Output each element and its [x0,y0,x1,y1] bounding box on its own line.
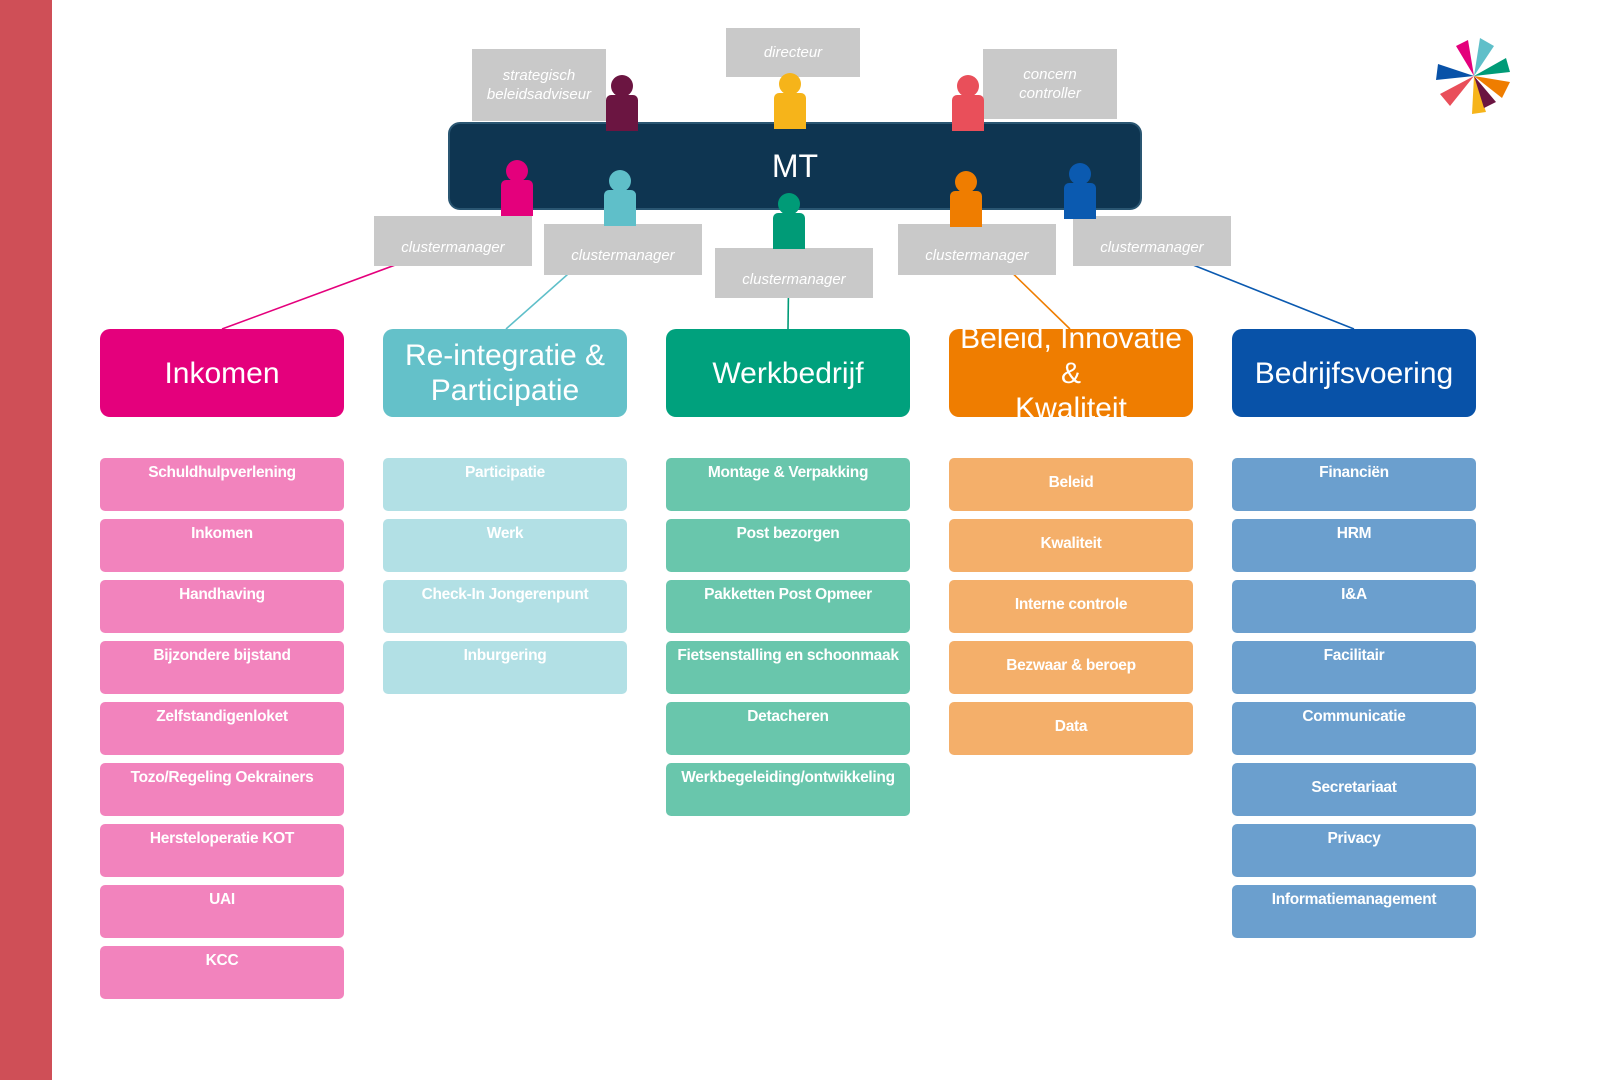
cluster-item: KCC [100,946,344,999]
clustermanager-tag-bedrijfsvoering: clustermanager [1073,216,1231,266]
cluster-header-re-integratie: Re-integratie & Participatie [383,329,627,417]
cluster-item: Montage & Verpakking [666,458,910,511]
cluster-item: Zelfstandigenloket [100,702,344,755]
cluster-header-werkbedrijf: Werkbedrijf [666,329,910,417]
cluster-item: Privacy [1232,824,1476,877]
cluster-item: Detacheren [666,702,910,755]
cluster-item: Secretariaat [1232,763,1476,816]
role-tag-directeur: directeur [726,28,860,77]
cluster-item: Participatie [383,458,627,511]
logo-icon [1434,36,1514,116]
clustermanager-tag-beleid: clustermanager [898,224,1056,275]
cluster-item: HRM [1232,519,1476,572]
cluster-item: Pakketten Post Opmeer [666,580,910,633]
cluster-item: Inkomen [100,519,344,572]
role-tag-concern-controller: concern controller [983,49,1117,119]
cluster-item: Hersteloperatie KOT [100,824,344,877]
cluster-item: Fietsenstalling en schoonmaak [666,641,910,694]
mt-label: MT [771,148,819,184]
cluster-item: Post bezorgen [666,519,910,572]
cluster-header-inkomen: Inkomen [100,329,344,417]
cluster-item: I&A [1232,580,1476,633]
cluster-item: Werk [383,519,627,572]
cluster-item: Werkbegeleiding/ontwikkeling [666,763,910,816]
cluster-item: Handhaving [100,580,344,633]
cluster-item: UAI [100,885,344,938]
cluster-item: Bezwaar & beroep [949,641,1193,694]
clustermanager-tag-werkbedrijf: clustermanager [715,248,873,298]
cluster-item: Bijzondere bijstand [100,641,344,694]
cluster-item: Financiën [1232,458,1476,511]
cluster-item: Kwaliteit [949,519,1193,572]
cluster-item: Data [949,702,1193,755]
cluster-header-bedrijfsvoering: Bedrijfsvoering [1232,329,1476,417]
role-tag-strategisch-beleidsadviseur: strategisch beleidsadviseur [472,49,606,121]
cluster-item: Interne controle [949,580,1193,633]
cluster-item: Check-In Jongerenpunt [383,580,627,633]
cluster-item: Tozo/Regeling Oekrainers [100,763,344,816]
cluster-header-beleid: Beleid, Innovatie & Kwaliteit [949,322,1193,425]
cluster-item: Facilitair [1232,641,1476,694]
clustermanager-tag-inkomen: clustermanager [374,216,532,266]
cluster-item: Informatiemanagement [1232,885,1476,938]
cluster-item: Schuldhulpverlening [100,458,344,511]
cluster-item: Beleid [949,458,1193,511]
cluster-item: Inburgering [383,641,627,694]
left-accent-bar [0,0,52,1080]
clustermanager-tag-re-integratie: clustermanager [544,224,702,275]
cluster-item: Communicatie [1232,702,1476,755]
